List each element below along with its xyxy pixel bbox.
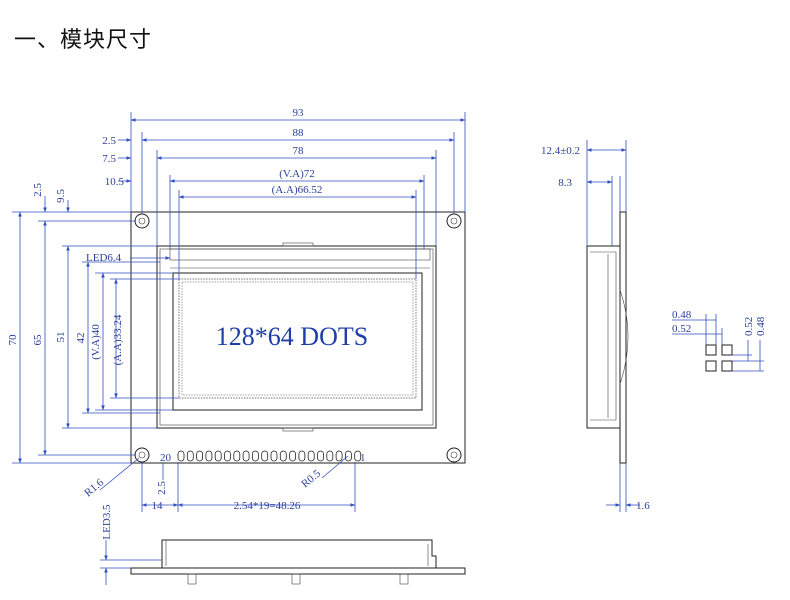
connector-pin: [242, 450, 250, 462]
mounting-hole-tr: [446, 213, 462, 229]
dim-lcd-thickness: 8.3: [558, 177, 572, 189]
connector-pin: [289, 450, 297, 462]
lcd-edge: [161, 539, 437, 568]
viewing-area: [172, 272, 423, 411]
dim-pcb-thickness: 1.6: [636, 500, 650, 512]
connector-pin: [186, 450, 194, 462]
dim-offset-10-5: 10.5: [105, 176, 125, 188]
connector-pin: [177, 450, 185, 462]
pixel-height-pitch: 0.52: [743, 317, 755, 336]
mounting-hole-br: [446, 447, 462, 463]
connector-pin: [354, 450, 362, 462]
connector-pin: [205, 450, 213, 462]
dim-aa-height: (A.A)33.24: [112, 314, 124, 365]
dim-overall-height: 70: [7, 334, 19, 346]
led-strip: [169, 248, 431, 261]
dim-bezel-height: 51: [55, 332, 67, 343]
connector-pin: [214, 450, 222, 462]
pixel-height: 0.48: [755, 316, 767, 336]
vertical-dimensions: 70 65 2.5 51 9.5 42 (V.A)40 (A.A)33.24 2…: [7, 183, 179, 495]
dim-pin-radius: R0.5: [299, 467, 323, 490]
pin-label-first: 20: [160, 452, 172, 464]
bottom-view: LED3.5: [100, 504, 466, 585]
connector-pin: [224, 450, 231, 462]
connector-pin: [326, 450, 334, 462]
connector-pin: [261, 450, 269, 462]
pin-label-last: 1: [360, 452, 366, 464]
dim-led-offset: LED6.4: [86, 252, 122, 264]
dim-va-width: (V.A)72: [279, 168, 315, 180]
dim-offset-v-2-5: 2.5: [32, 183, 44, 197]
connector-pin: [279, 450, 287, 462]
dim-bezel-width: 78: [293, 145, 305, 157]
dim-pin-row-offset: 2.5: [156, 481, 168, 495]
dim-inner-height: 42: [75, 333, 87, 344]
dim-va-height: (V.A)40: [90, 324, 102, 360]
dim-led-height: LED3.5: [101, 504, 113, 540]
connector-pin: [335, 450, 343, 462]
dim-offset-2-5: 2.5: [102, 135, 116, 147]
dim-pin1-offset: 14: [152, 500, 164, 512]
display-text: 128*64 DOTS: [216, 322, 368, 351]
pcb-outline: [130, 211, 466, 464]
dim-aa-width: (A.A)66.52: [272, 184, 323, 196]
connector-pin: [344, 450, 352, 462]
page-title: 一、模块尺寸: [14, 28, 153, 53]
connector-pin: [307, 450, 315, 462]
side-pcb: [619, 211, 627, 464]
dim-pin-pitch: 2.54*19=48.26: [234, 500, 301, 512]
front-view: 128*64 DOTS 20 1: [130, 211, 466, 464]
pixel-width-pitch: 0.52: [672, 323, 691, 335]
dim-offset-7-5: 7.5: [102, 153, 116, 165]
dim-hole-spacing-width: 88: [293, 127, 305, 139]
connector-pin: [317, 450, 324, 462]
connector-pin: [298, 450, 306, 462]
side-view: 12.4±0.2 8.3 1.6: [541, 140, 650, 512]
connector-pin: [196, 450, 204, 462]
side-lcd: [586, 245, 621, 429]
pcb-edge: [130, 567, 466, 575]
connector-pin: [251, 450, 259, 462]
dim-hole-spacing-height: 65: [32, 334, 44, 346]
connector-pin: [233, 450, 241, 462]
connector-pins: [177, 450, 362, 462]
dim-overall-width: 93: [293, 107, 305, 119]
dim-offset-9-5: 9.5: [55, 189, 67, 203]
pixel-detail: 0.48 0.52 0.52 0.48: [672, 309, 767, 372]
mounting-hole-tl: [134, 213, 150, 229]
dim-hole-radius: R1.6: [82, 476, 106, 499]
dim-total-thickness: 12.4±0.2: [541, 145, 580, 157]
pixel-width: 0.48: [672, 309, 692, 321]
connector-pin: [270, 450, 278, 462]
